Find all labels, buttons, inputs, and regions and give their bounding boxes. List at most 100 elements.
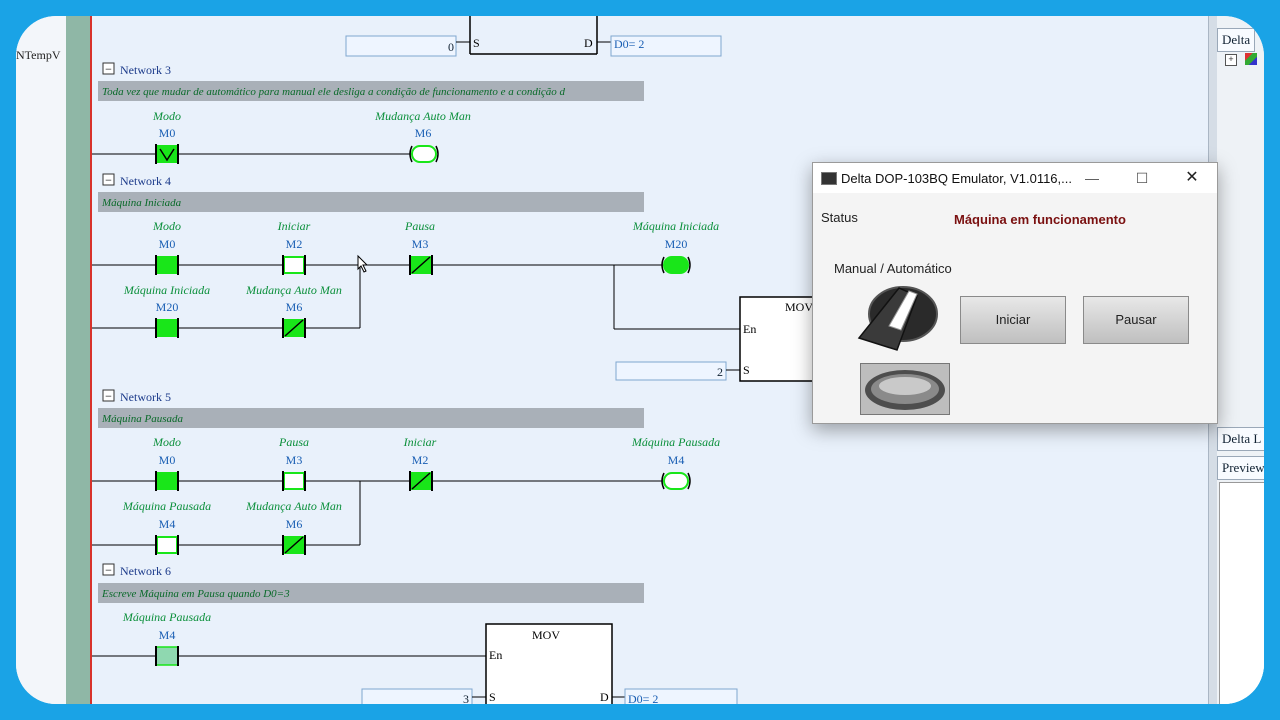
emulator-titlebar[interactable]: Delta DOP-103BQ Emulator, V1.0116,... — … [813, 163, 1217, 193]
start-button[interactable]: Iniciar [960, 296, 1066, 344]
contact-m4[interactable] [155, 535, 179, 555]
ladder-vertical-scrollbar[interactable] [66, 16, 90, 704]
contact-address: M20 [156, 300, 179, 314]
toggle-symbol: − [105, 62, 112, 76]
minimize-button[interactable]: — [1085, 170, 1099, 186]
network-5-comment: Máquina Pausada [101, 413, 183, 425]
network-6-comment-bar [98, 583, 644, 603]
preview-panel [1219, 482, 1264, 704]
tab-preview[interactable]: Preview [1217, 456, 1264, 480]
coil-address: M20 [665, 237, 688, 251]
mov-en-label: En [489, 648, 502, 662]
toggle-symbol: − [105, 389, 112, 403]
contact-address: M4 [159, 517, 176, 531]
mov-s-input-box[interactable] [361, 688, 473, 704]
contact-address: M2 [412, 453, 429, 467]
mode-label: Manual / Automático [834, 261, 952, 276]
coil-m20[interactable] [661, 256, 691, 274]
mov-block-network-4[interactable] [739, 296, 826, 382]
close-button[interactable]: ✕ [1185, 169, 1199, 186]
network-5-title: Network 5 [120, 390, 171, 404]
mov-d-output-box[interactable] [624, 688, 738, 704]
power-rail [90, 16, 92, 704]
pause-button[interactable]: Pausar [1083, 296, 1189, 344]
network-3-title: Network 3 [120, 63, 171, 77]
network-3-comment: Toda vez que mudar de automático para ma… [102, 86, 566, 98]
contact-address: M0 [159, 453, 176, 467]
top-output-box[interactable] [610, 35, 722, 57]
contact-m20[interactable] [155, 318, 179, 338]
mov-en-label: En [743, 322, 756, 336]
mov-label: MOV [532, 628, 560, 642]
network-4-title: Network 4 [120, 174, 171, 188]
mov-s-label: S [489, 690, 496, 704]
network-6-comment: Escreve Máquina em Pausa quando D0=3 [101, 588, 290, 600]
contact-address: M4 [159, 628, 176, 642]
network-5-collapse-toggle[interactable] [102, 389, 115, 402]
mov-block-network-6[interactable] [485, 623, 613, 704]
contact-label: Modo [152, 109, 181, 123]
contact-m4[interactable] [155, 646, 179, 666]
network-4-comment: Máquina Iniciada [101, 197, 182, 209]
emulator-window[interactable]: Delta DOP-103BQ Emulator, V1.0116,... — … [812, 162, 1218, 424]
contact-m6[interactable] [282, 535, 306, 555]
coil-m6[interactable] [411, 145, 437, 163]
contact-address: M0 [159, 237, 176, 251]
indicator-lamp [860, 363, 950, 415]
contact-m3[interactable] [282, 471, 306, 491]
contact-label: Pausa [278, 435, 309, 449]
tab-delta[interactable]: Delta [1217, 28, 1256, 52]
network-3-collapse-toggle[interactable] [102, 62, 115, 75]
network-6-title: Network 6 [120, 564, 171, 578]
cube-icon [1245, 53, 1257, 65]
contact-m2[interactable] [282, 255, 306, 275]
mov-s-value: 2 [717, 365, 723, 379]
network-5-comment-bar [98, 408, 644, 428]
app-icon [821, 172, 837, 185]
contact-label: Máquina Iniciada [123, 283, 210, 297]
contact-m0[interactable] [155, 255, 179, 275]
coil-label: Mudança Auto Man [374, 109, 471, 123]
top-output-value: D0= 2 [614, 37, 644, 51]
project-panel: NTempV [16, 16, 67, 704]
status-label: Status [821, 210, 858, 225]
toggle-symbol: − [105, 173, 112, 187]
contact-label: Mudança Auto Man [245, 499, 342, 513]
coil-m4[interactable] [661, 472, 691, 490]
mov-s-value: 3 [463, 692, 469, 704]
status-value: Máquina em funcionamento [954, 212, 1126, 227]
contact-m2[interactable] [409, 471, 433, 491]
contact-label: Máquina Pausada [122, 499, 211, 513]
coil-address: M4 [668, 453, 685, 467]
network-6-collapse-toggle[interactable] [102, 563, 115, 576]
contact-address: M2 [286, 237, 303, 251]
toggle-symbol: − [105, 563, 112, 577]
contact-m3[interactable] [409, 255, 433, 275]
contact-address: M3 [412, 237, 429, 251]
tab-delta-library[interactable]: Delta L [1217, 427, 1264, 451]
contact-m0[interactable] [155, 144, 179, 164]
network-4-collapse-toggle[interactable] [102, 173, 115, 186]
mouse-cursor-icon [357, 254, 369, 273]
contact-m0[interactable] [155, 471, 179, 491]
emulator-title: Delta DOP-103BQ Emulator, V1.0116,... [841, 171, 1072, 186]
maximize-button[interactable]: ☐ [1135, 170, 1149, 186]
contact-label: Iniciar [277, 219, 311, 233]
ladder-editor[interactable]: 0 S D D0= 2 − Network 3 Toda vez que mud… [92, 16, 1208, 704]
top-block-d-label: D [584, 36, 593, 50]
contact-m6[interactable] [282, 318, 306, 338]
tree-expand-icon[interactable]: + [1225, 54, 1237, 66]
contact-address: M6 [286, 517, 303, 531]
network-4-comment-bar [98, 192, 644, 212]
lamp-icon [865, 370, 945, 410]
coil-address: M6 [415, 126, 432, 140]
contact-label: Pausa [404, 219, 435, 233]
selector-switch-icon[interactable] [857, 286, 939, 352]
mov-d-label: D [600, 690, 609, 704]
top-input-box[interactable] [345, 35, 457, 57]
contact-label: Mudança Auto Man [245, 283, 342, 297]
mov-s-input-box[interactable] [615, 361, 727, 381]
project-label: NTempV [16, 48, 61, 62]
top-block-s-label: S [473, 36, 480, 50]
coil-m6-outline [409, 145, 439, 163]
